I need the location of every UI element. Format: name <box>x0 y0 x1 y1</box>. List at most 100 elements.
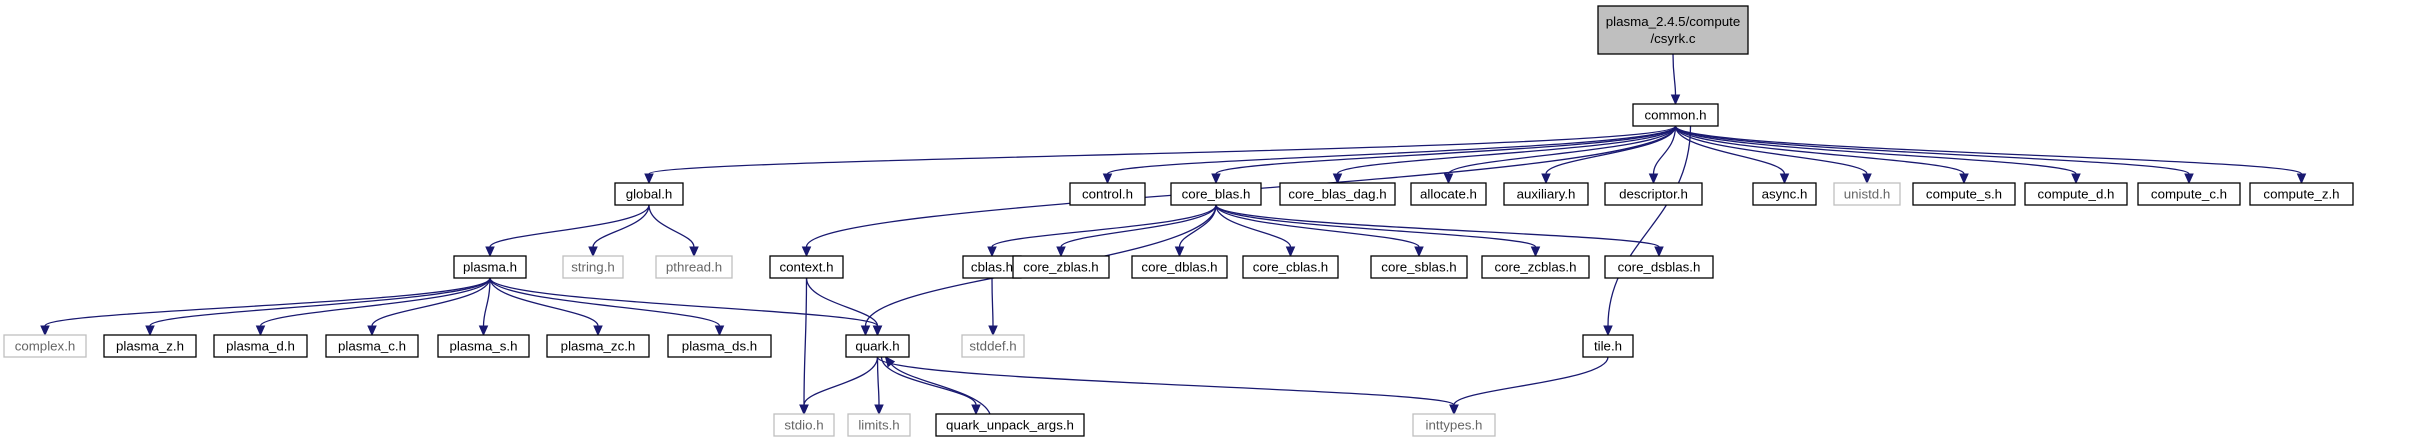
arrowhead-common-to-auxiliary <box>1541 173 1551 185</box>
edge-plasma-to-plasma_s <box>482 277 491 327</box>
node-label: complex.h <box>15 339 76 354</box>
node-box <box>1912 182 2016 206</box>
node-core-blas-dag[interactable]: core_blas_dag.h <box>1279 182 1396 206</box>
node-plasma-d[interactable]: plasma_d.h <box>213 334 308 358</box>
node-core-cblas[interactable]: core_cblas.h <box>1242 255 1339 279</box>
node-box <box>1370 255 1468 279</box>
arrowhead-common-to-compute_d <box>2071 173 2081 185</box>
node-core-dblas[interactable]: core_dblas.h <box>1131 255 1228 279</box>
arrowhead-plasma-to-plasma_zc <box>593 325 603 337</box>
node-control[interactable]: control.h <box>1069 182 1146 206</box>
node-quark[interactable]: quark.h <box>845 334 910 358</box>
edge-cblas-to-stddef <box>991 277 994 327</box>
node-label: control.h <box>1082 187 1133 202</box>
node-unistd: unistd.h <box>1833 182 1901 206</box>
node-box <box>614 182 684 206</box>
node-global[interactable]: global.h <box>614 182 684 206</box>
node-common[interactable]: common.h <box>1632 103 1719 127</box>
edge-plasma-to-quark <box>489 277 879 327</box>
arrowhead-core_blas-to-core_dblas <box>1174 246 1185 258</box>
node-async[interactable]: async.h <box>1752 182 1817 206</box>
node-label: inttypes.h <box>1426 418 1483 433</box>
node-box <box>562 255 624 279</box>
node-compute-c[interactable]: compute_c.h <box>2137 182 2241 206</box>
node-stddef: stddef.h <box>961 334 1025 358</box>
node-label: plasma_s.h <box>450 339 518 354</box>
edges-layer <box>40 53 2307 416</box>
edge-plasma-to-plasma_d <box>259 277 491 327</box>
node-compute-d[interactable]: compute_d.h <box>2024 182 2128 206</box>
edge-quark-to-stdio <box>803 356 879 406</box>
nodes-layer: plasma_2.4.5/compute/csyrk.c common.h glob… <box>3 5 2354 437</box>
edge-common-to-async <box>1674 125 1786 175</box>
node-label: compute_d.h <box>2038 187 2115 202</box>
node-box <box>1604 182 1703 206</box>
node-plasma-ds[interactable]: plasma_ds.h <box>667 334 772 358</box>
node-core-blas[interactable]: core_blas.h <box>1170 182 1262 206</box>
edge-global-to-string <box>592 204 650 248</box>
arrowhead-core_blas-to-cblas <box>987 246 997 258</box>
node-plasma-c[interactable]: plasma_c.h <box>325 334 419 358</box>
node-root[interactable]: plasma_2.4.5/compute/csyrk.c <box>1597 5 1749 55</box>
node-label: core_blas_dag.h <box>1288 187 1386 202</box>
node-plasma-z[interactable]: plasma_z.h <box>103 334 197 358</box>
edge-quark-to-inttypes <box>876 356 1455 406</box>
node-allocate[interactable]: allocate.h <box>1410 182 1487 206</box>
node-label: core_zblas.h <box>1023 260 1098 275</box>
edge-quark_unpack-to-quark <box>890 363 991 415</box>
node-box <box>1604 255 1714 279</box>
node-stdio: stdio.h <box>773 413 835 437</box>
node-cblas[interactable]: cblas.h <box>962 255 1022 279</box>
node-label: auxiliary.h <box>1517 187 1576 202</box>
node-label: string.h <box>571 260 615 275</box>
node-plasma[interactable]: plasma.h <box>453 255 527 279</box>
arrowhead-core_blas-to-quark <box>860 325 871 337</box>
node-label: plasma.h <box>463 260 517 275</box>
node-core-zcblas[interactable]: core_zcblas.h <box>1481 255 1590 279</box>
arrowhead-context-to-quark <box>872 325 883 337</box>
node-tile[interactable]: tile.h <box>1582 334 1634 358</box>
arrowhead-common-to-descriptor <box>1648 173 1659 185</box>
arrowhead-plasma-to-complex <box>40 325 50 337</box>
node-descriptor[interactable]: descriptor.h <box>1604 182 1703 206</box>
node-auxiliary[interactable]: auxiliary.h <box>1503 182 1589 206</box>
node-limits: limits.h <box>847 413 911 437</box>
node-label: unistd.h <box>1844 187 1891 202</box>
arrowhead-common-to-compute_z <box>2296 173 2307 185</box>
node-box <box>453 255 527 279</box>
node-context[interactable]: context.h <box>769 255 844 279</box>
node-label: core_dblas.h <box>1141 260 1217 275</box>
node-core-dsblas[interactable]: core_dsblas.h <box>1604 255 1714 279</box>
node-plasma-s[interactable]: plasma_s.h <box>437 334 530 358</box>
node-complex: complex.h <box>3 334 87 358</box>
node-box <box>1131 255 1228 279</box>
arrowhead-core_blas-to-core_cblas <box>1285 246 1296 258</box>
arrowhead-global-to-plasma <box>485 246 495 258</box>
node-compute-z[interactable]: compute_z.h <box>2249 182 2354 206</box>
node-box <box>1410 182 1487 206</box>
arrowhead-core_blas-to-core_sblas <box>1414 246 1424 258</box>
edge-common-to-core_blas_dag <box>1336 125 1677 175</box>
node-box <box>1242 255 1339 279</box>
arrowhead-plasma-to-plasma_ds <box>714 325 725 337</box>
edge-plasma-to-plasma_z <box>149 277 491 327</box>
node-quark-unpack[interactable]: quark_unpack_args.h <box>935 413 1085 437</box>
node-box <box>1069 182 1146 206</box>
node-box <box>667 334 772 358</box>
edge-tile-to-inttypes <box>1453 356 1609 406</box>
node-label: context.h <box>780 260 834 275</box>
node-plasma-zc[interactable]: plasma_zc.h <box>546 334 650 358</box>
node-compute-s[interactable]: compute_s.h <box>1912 182 2016 206</box>
node-box <box>773 413 835 437</box>
node-core-sblas[interactable]: core_sblas.h <box>1370 255 1468 279</box>
node-box <box>845 334 910 358</box>
edge-common-to-control <box>1106 125 1677 175</box>
edge-plasma-to-plasma_ds <box>489 277 721 327</box>
node-label: tile.h <box>1594 339 1622 354</box>
arrowhead-common-to-async <box>1779 173 1790 185</box>
node-box <box>1833 182 1901 206</box>
node-core-zblas[interactable]: core_zblas.h <box>1012 255 1110 279</box>
node-box <box>1582 334 1634 358</box>
node-label: plasma_z.h <box>116 339 184 354</box>
